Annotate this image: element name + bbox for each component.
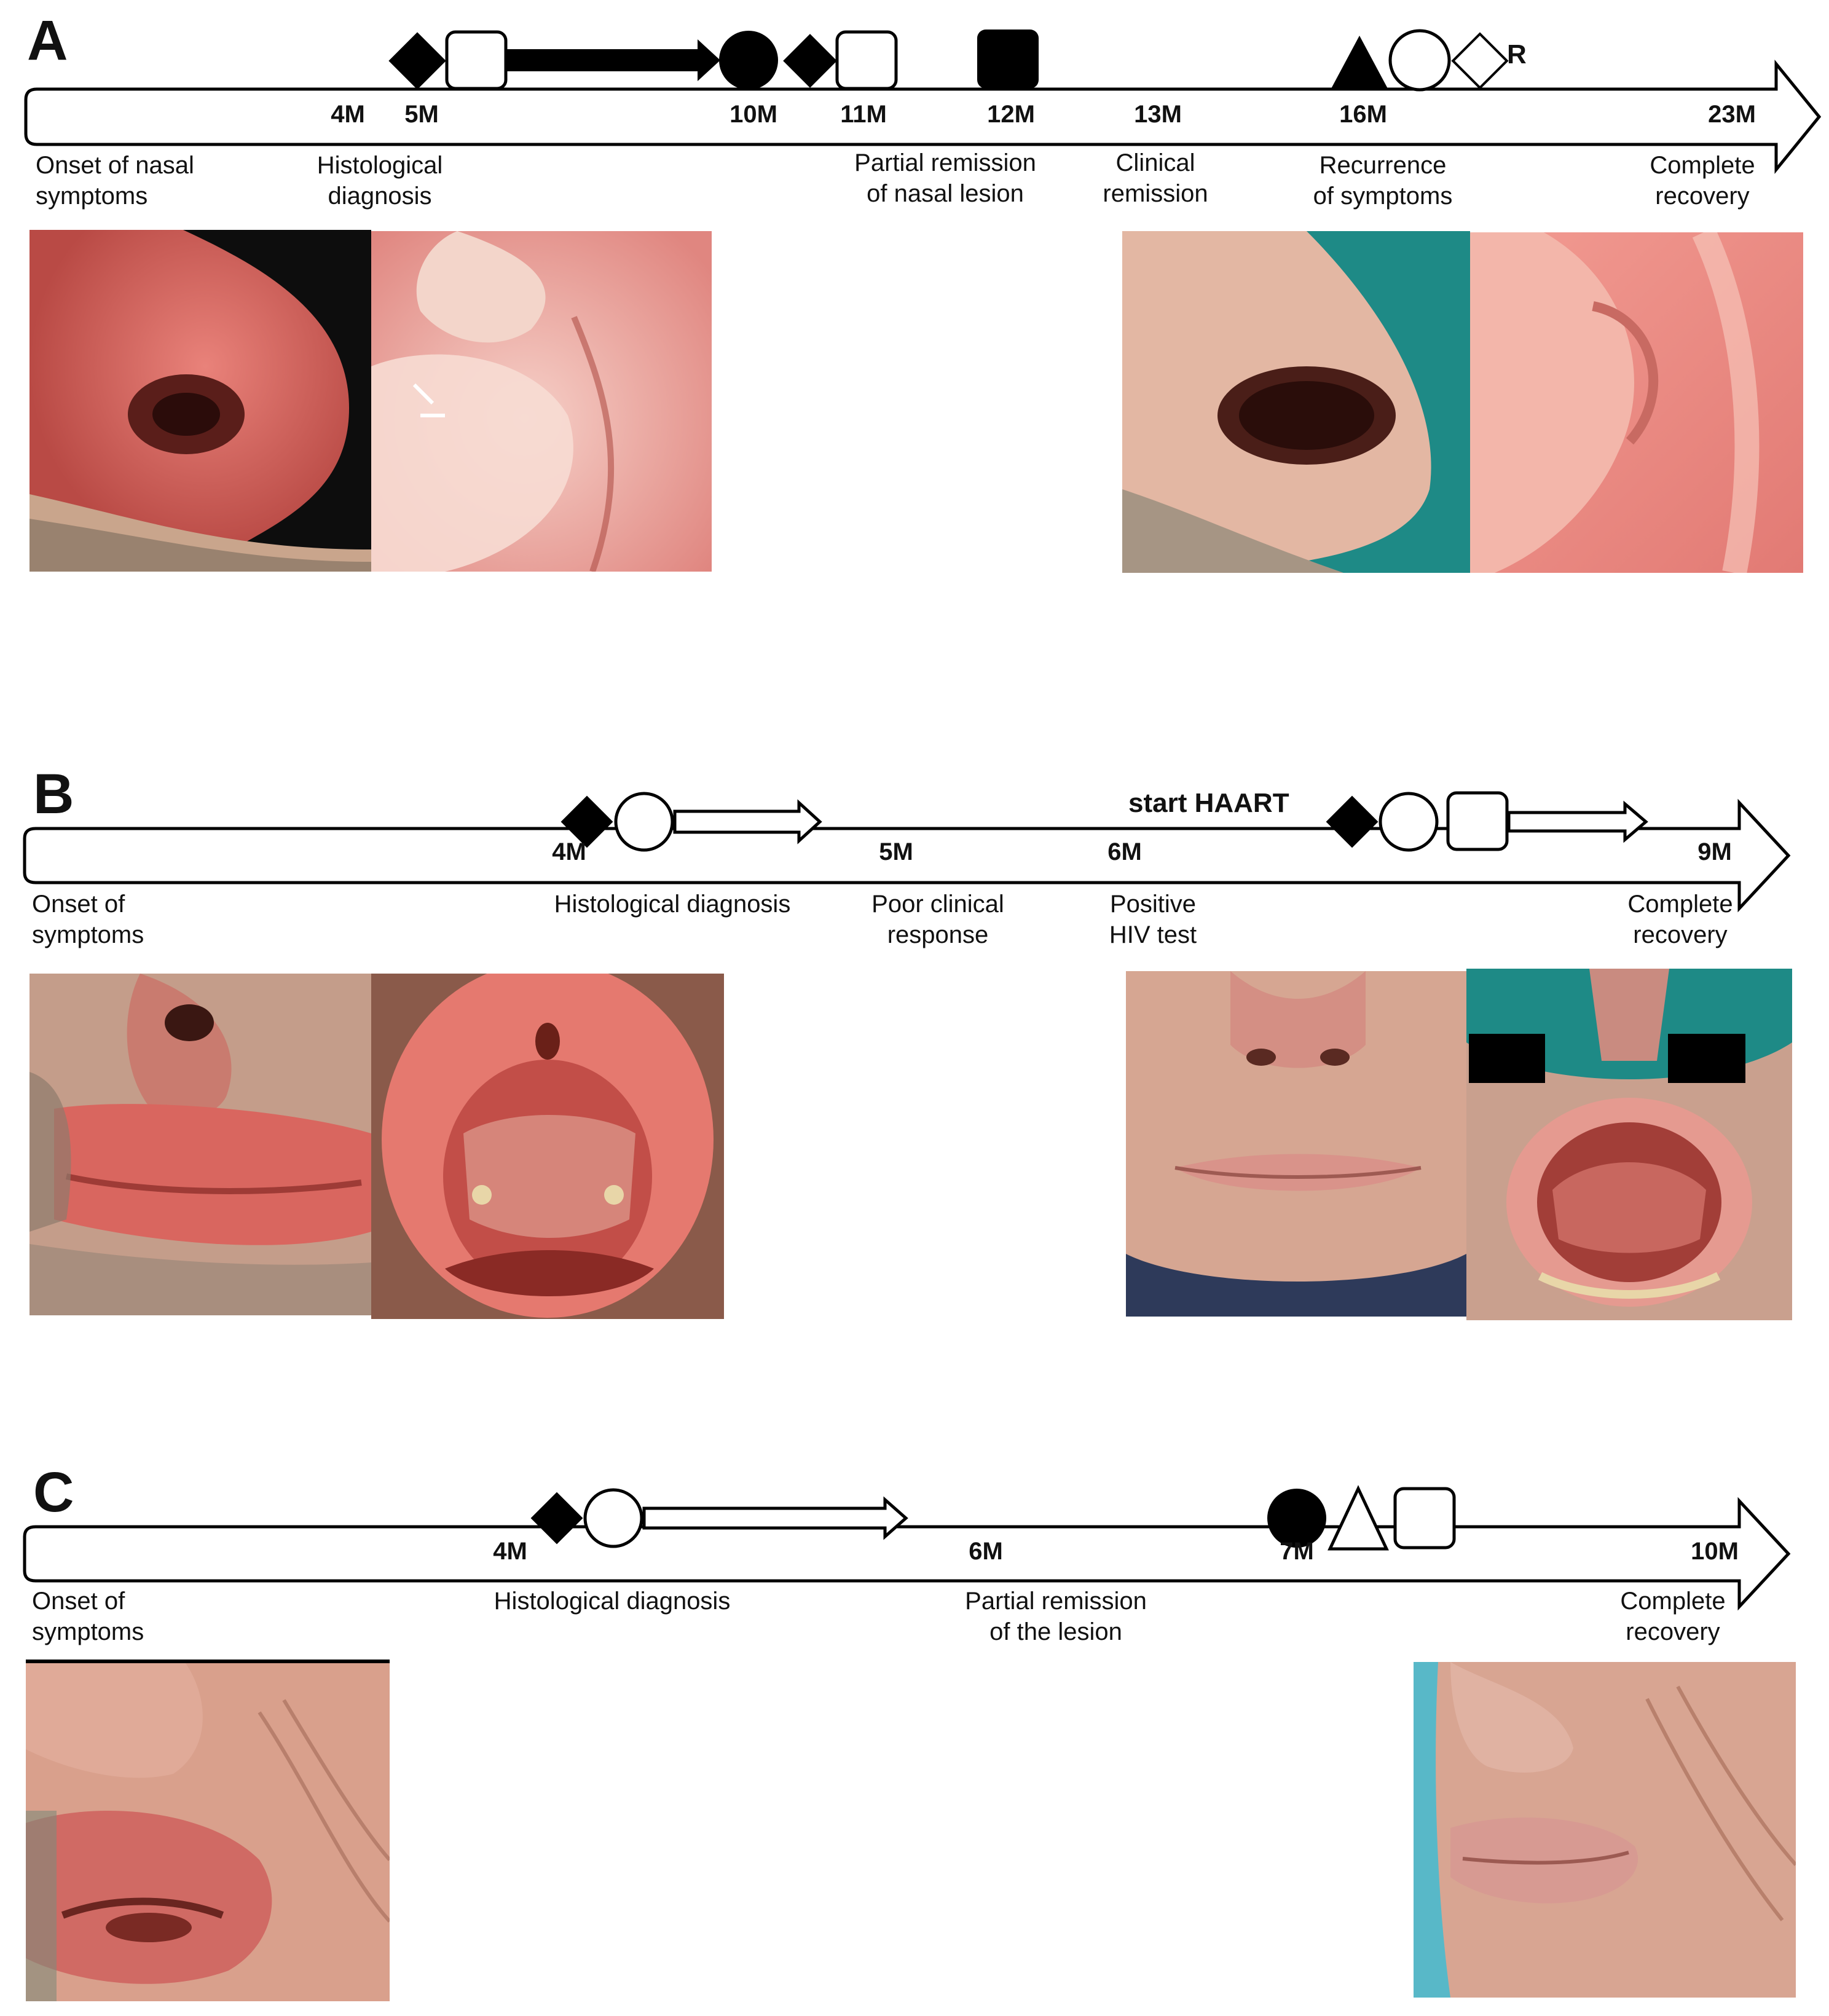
triangle-open-marker <box>1328 1485 1389 1551</box>
tick-label: 23M <box>1708 101 1756 128</box>
panel-letter-b: B <box>33 763 74 825</box>
diamond-filled-marker <box>530 1492 583 1545</box>
panel-letter-c: C <box>33 1461 74 1524</box>
clinical-photo-lip-after <box>1414 1662 1796 1998</box>
diamond-open-marker <box>1451 32 1509 90</box>
tick-label: 4M <box>493 1538 527 1565</box>
thick-arrow-filled-marker <box>507 39 720 81</box>
open-arrow-marker <box>642 1496 908 1540</box>
event-label: Histological diagnosis <box>494 1588 731 1615</box>
diamond-filled-marker <box>388 32 446 90</box>
circle-open-marker <box>1388 29 1451 92</box>
diamond-filled-marker-2 <box>1326 795 1379 848</box>
square-open-marker <box>445 30 508 90</box>
square-open-marker-2 <box>835 30 898 90</box>
circle-open-marker-2 <box>1379 792 1439 852</box>
tick-label: 11M <box>840 101 887 128</box>
square-filled-marker <box>977 30 1039 89</box>
tick-label: 4M <box>552 838 586 865</box>
endoscopic-photo-nasal-after <box>1470 232 1803 573</box>
square-open-marker <box>1446 791 1509 851</box>
panel-letter-a: A <box>27 9 68 72</box>
clinical-photo-nose-after <box>1122 231 1470 573</box>
tick-label: 7M <box>1280 1538 1314 1565</box>
timeline-arrow-a <box>24 59 1822 175</box>
timeline-a <box>24 29 1822 175</box>
timeline-c <box>23 1485 1791 1611</box>
tick-label: 6M <box>969 1538 1003 1565</box>
tick-label: 10M <box>730 101 777 128</box>
endoscopic-photo-nasal-before <box>371 231 712 572</box>
tick-label: 13M <box>1134 101 1182 128</box>
tick-label: 5M <box>404 101 439 128</box>
tick-label: 9M <box>1697 838 1732 865</box>
clinical-photo-palate-before <box>371 974 724 1319</box>
tick-label: 4M <box>331 101 365 128</box>
marker-label-r: R <box>1507 39 1527 69</box>
circle-filled-marker <box>1267 1489 1326 1548</box>
tick-label: 10M <box>1691 1538 1739 1565</box>
clinical-photo-nose-before <box>30 230 371 572</box>
diamond-filled-marker-2 <box>783 34 837 88</box>
clinical-photo-lip-before <box>26 1660 390 2001</box>
tick-label: 16M <box>1339 101 1387 128</box>
tick-label: 6M <box>1107 838 1142 865</box>
panel-a: A R 4M 5M 10M 11M 12M 13M 16M 23M Onset … <box>0 0 1829 590</box>
clinical-photo-lips-before <box>30 974 371 1315</box>
circle-open-marker <box>614 792 674 852</box>
timeline-b <box>23 791 1791 913</box>
tick-label: 12M <box>987 101 1035 128</box>
privacy-redaction-bar <box>1668 1034 1745 1083</box>
privacy-redaction-bar <box>1469 1034 1545 1083</box>
annotation-start-haart: start HAART <box>1128 788 1289 818</box>
open-arrow-marker-2 <box>1507 800 1648 843</box>
tick-label: 5M <box>879 838 913 865</box>
event-label: Histological diagnosis <box>554 891 791 918</box>
circle-filled-marker <box>719 31 778 90</box>
square-open-marker <box>1393 1487 1456 1549</box>
circle-open-marker <box>583 1488 643 1548</box>
open-arrow-marker <box>673 799 822 845</box>
clinical-photo-lips-after <box>1126 971 1466 1317</box>
triangle-filled-marker <box>1331 36 1388 89</box>
clinical-photo-palate-after <box>1466 969 1792 1320</box>
